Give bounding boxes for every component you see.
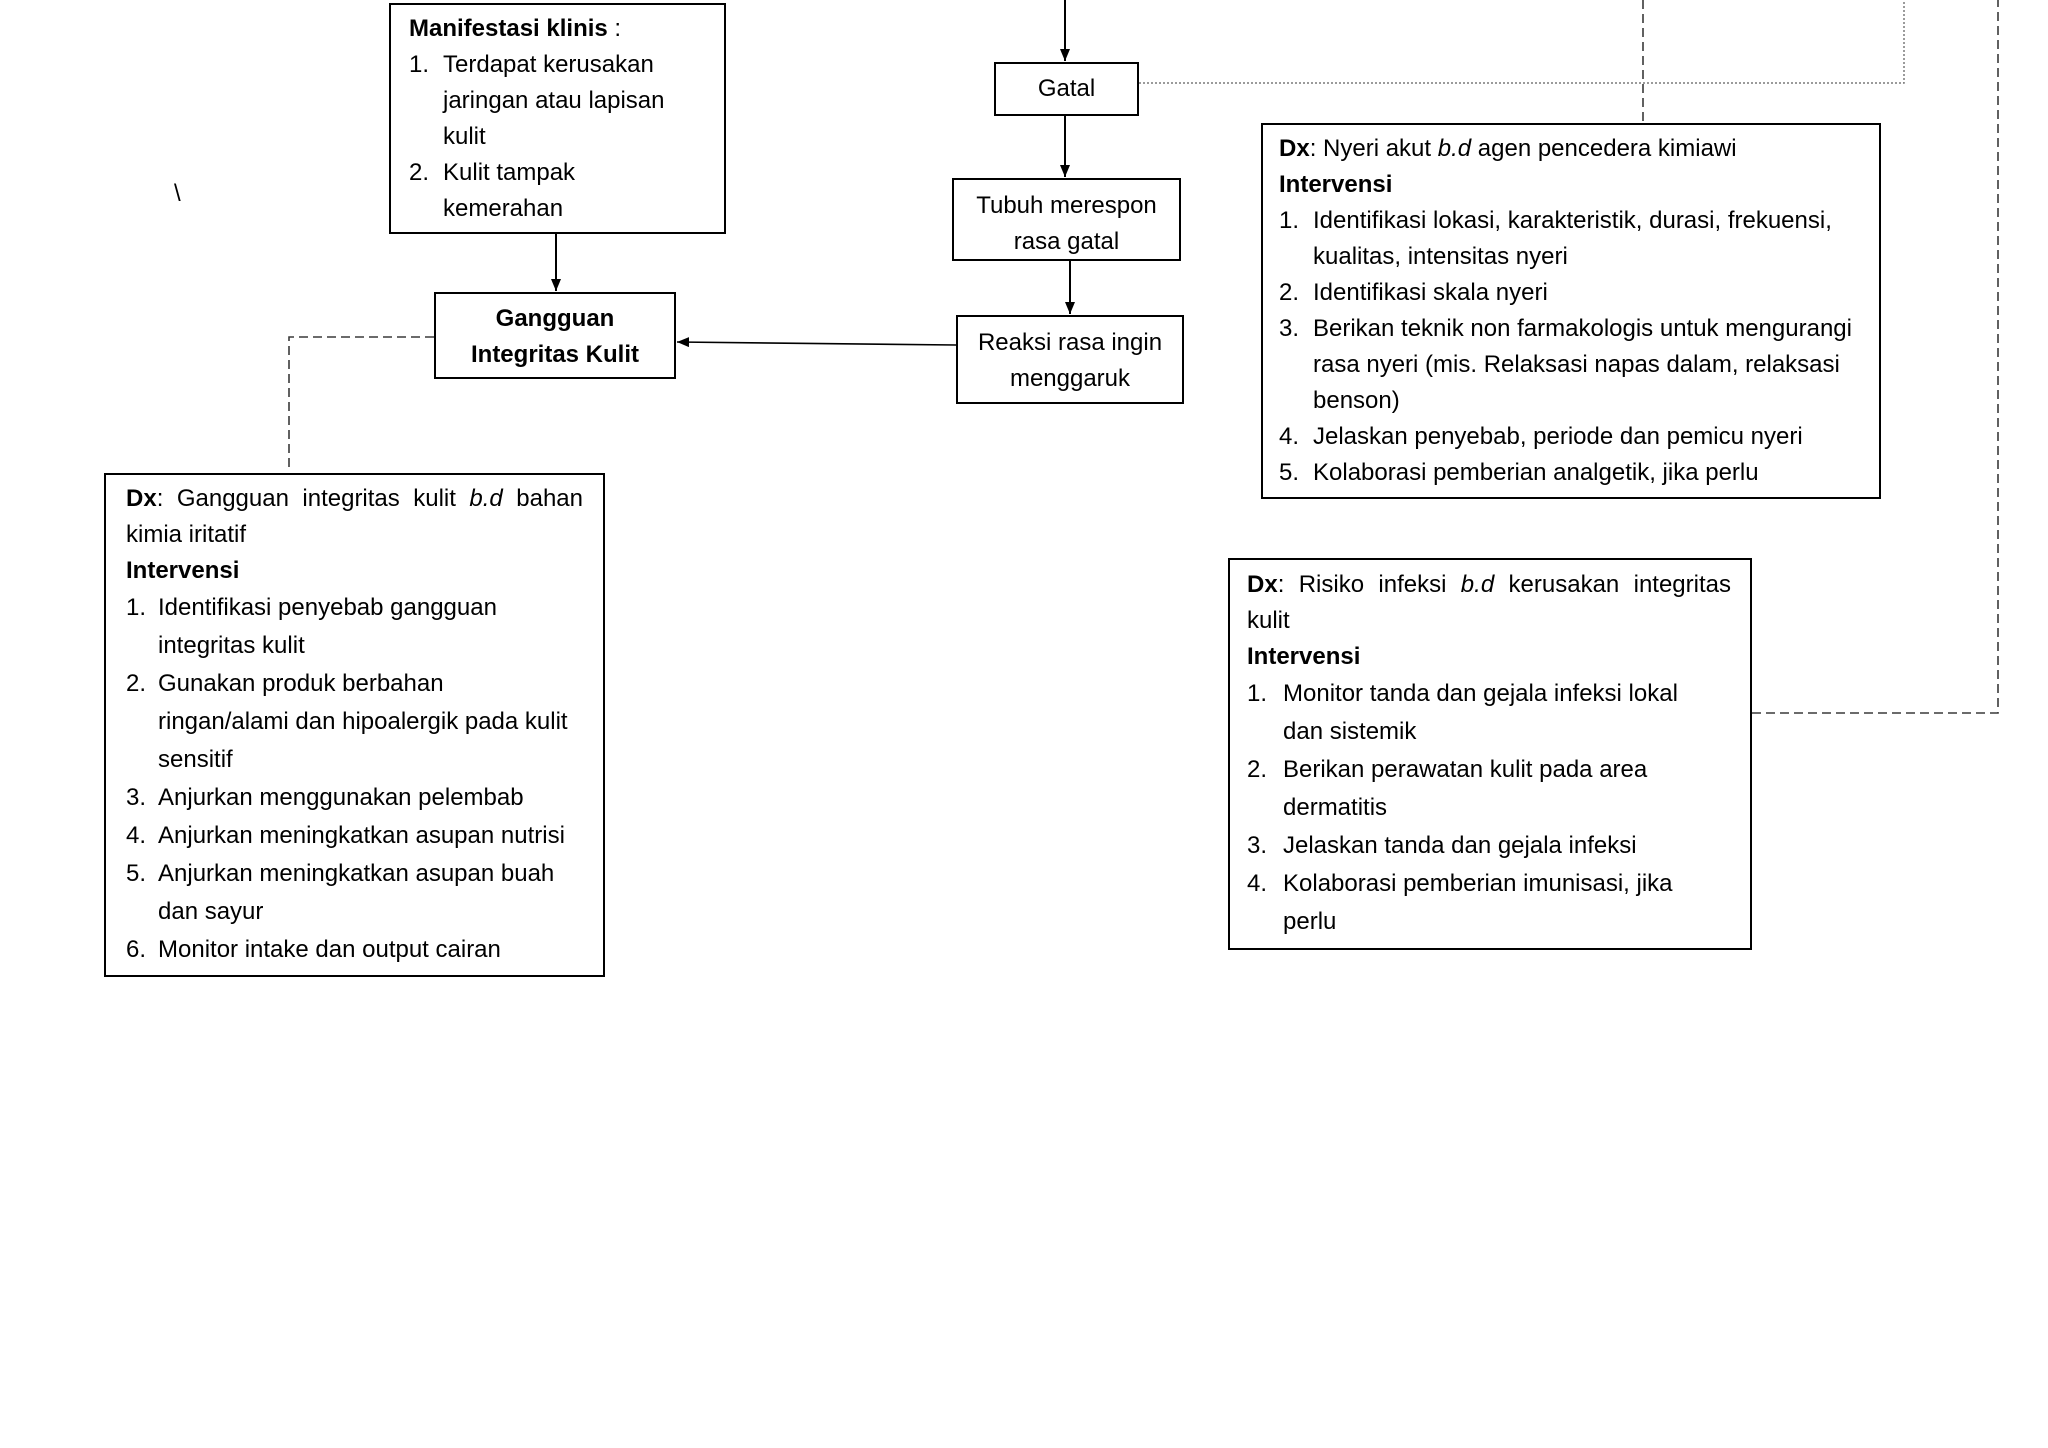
dx-statement-relation: b.d <box>1460 571 1495 598</box>
node-gangguan-integritas-kulit: Gangguan Integritas Kulit <box>434 292 676 379</box>
list-item: 1. Identifikasi lokasi, karakteristik, du… <box>1279 203 1863 275</box>
list-item: 5. Anjurkan meningkatkan asupan buah dan … <box>126 855 583 931</box>
dx-statement-pre: : Risiko infeksi <box>1277 571 1461 598</box>
list-text: Gunakan produk berbahan ringan/alami dan… <box>158 670 568 773</box>
node-gatal: Gatal <box>994 62 1139 116</box>
list-number: 1. <box>409 51 430 78</box>
list-number: 1. <box>1279 207 1300 234</box>
list-text: Identifikasi penyebab gangguan integrita… <box>158 594 497 659</box>
intervensi-heading: Intervensi <box>1247 643 1361 670</box>
dx-statement: Dx: Nyeri akut b.d agen pencedera kimiaw… <box>1279 131 1863 167</box>
list-text: Anjurkan menggunakan pelembab <box>158 784 524 811</box>
list-text: Kolaborasi pemberian analgetik, jika per… <box>1313 459 1759 486</box>
list-text: Anjurkan meningkatkan asupan buah dan sa… <box>158 860 555 925</box>
intervensi-heading: Intervensi <box>126 557 240 584</box>
list-item: 3. Jelaskan tanda dan gejala infeksi <box>1247 827 1731 865</box>
list-item: 2. Identifikasi skala nyeri <box>1279 275 1863 311</box>
list-text: Identifikasi skala nyeri <box>1313 279 1548 306</box>
list-item: 2. Berikan perawatan kulit pada area derm… <box>1247 751 1731 827</box>
list-number: 1. <box>126 594 147 621</box>
list-number: 4. <box>1279 423 1300 450</box>
list-item: 4. Kolaborasi pemberian imunisasi, jika p… <box>1247 865 1731 941</box>
dx-risiko-infeksi-box: Dx: Risiko infeksi b.d kerusakan integri… <box>1228 558 1752 950</box>
list-item: 6. Monitor intake dan output cairan <box>126 931 583 969</box>
list-item: 1. Terdapat kerusakan jaringan atau lapi… <box>409 47 710 155</box>
dx-statement-post: agen pencedera kimiawi <box>1471 135 1737 162</box>
dx-statement-pre: : Gangguan integritas kulit <box>156 485 470 512</box>
dx-statement-relation: b.d <box>1437 135 1472 162</box>
list-number: 5. <box>126 860 147 887</box>
list-text: Berikan perawatan kulit pada area dermat… <box>1283 756 1648 821</box>
list-number: 5. <box>1279 459 1300 486</box>
list-text: Kolaborasi pemberian imunisasi, jika per… <box>1283 870 1673 935</box>
list-number: 3. <box>1247 832 1268 859</box>
list-text: Berikan teknik non farmakologis untuk me… <box>1313 315 1852 414</box>
list-text: Monitor tanda dan gejala infeksi lokal d… <box>1283 680 1678 745</box>
list-item: 2. Kulit tampak kemerahan <box>409 155 710 227</box>
dx-statement: Dx: Risiko infeksi b.d kerusakan integri… <box>1247 567 1731 639</box>
list-number: 2. <box>1247 756 1268 783</box>
list-item: 4. Anjurkan meningkatkan asupan nutrisi <box>126 817 583 855</box>
list-item: 2. Gunakan produk berbahan ringan/alami d… <box>126 665 583 779</box>
manifestasi-klinis-box: Manifestasi klinis : 1. Terdapat kerusak… <box>389 3 726 234</box>
list-item: 1. Monitor tanda dan gejala infeksi lokal… <box>1247 675 1731 751</box>
list-item: 3. Anjurkan menggunakan pelembab <box>126 779 583 817</box>
arrow-reaksi-to-gangguan <box>676 337 957 348</box>
dx-statement-pre: : Nyeri akut <box>1309 135 1438 162</box>
list-text: Jelaskan tanda dan gejala infeksi <box>1283 832 1637 859</box>
list-text: Kulit tampak kemerahan <box>443 159 576 222</box>
node-reaksi-menggaruk: Reaksi rasa ingin menggaruk <box>956 315 1184 404</box>
dx-nyeri-akut-box: Dx: Nyeri akut b.d agen pencedera kimiaw… <box>1261 123 1881 499</box>
list-number: 2. <box>126 670 147 697</box>
list-text: Jelaskan penyebab, periode dan pemicu ny… <box>1313 423 1803 450</box>
manifestasi-title-suffix: : <box>607 15 622 42</box>
dx-statement-post: bahan kimia iritatif <box>126 485 583 548</box>
dx-label: Dx <box>1279 135 1310 162</box>
list-number: 6. <box>126 936 147 963</box>
list-item: 4. Jelaskan penyebab, periode dan pemicu … <box>1279 419 1863 455</box>
dx-label: Dx <box>1247 571 1278 598</box>
list-number: 4. <box>1247 870 1268 897</box>
node-tubuh-merespon: Tubuh merespon rasa gatal <box>952 178 1181 261</box>
list-number: 3. <box>1279 315 1300 342</box>
list-item: 5. Kolaborasi pemberian analgetik, jika p… <box>1279 455 1863 491</box>
manifestasi-title: Manifestasi klinis <box>409 15 608 42</box>
list-number: 2. <box>409 159 430 186</box>
list-number: 2. <box>1279 279 1300 306</box>
list-number: 1. <box>1247 680 1268 707</box>
list-number: 3. <box>126 784 147 811</box>
stray-backslash-mark: \ <box>174 180 181 207</box>
list-item: 3. Berikan teknik non farmakologis untuk … <box>1279 311 1863 419</box>
list-text: Monitor intake dan output cairan <box>158 936 501 963</box>
dotted-link-gatal-to-right <box>1139 0 1905 84</box>
dx-label: Dx <box>126 485 157 512</box>
manifestasi-title-line: Manifestasi klinis : <box>409 11 710 47</box>
dx-gangguan-integritas-box: Dx: Gangguan integritas kulit b.d bahan … <box>104 473 605 977</box>
list-text: Terdapat kerusakan jaringan atau lapisan… <box>443 51 665 150</box>
list-text: Identifikasi lokasi, karakteristik, dura… <box>1313 207 1832 270</box>
intervensi-heading: Intervensi <box>1279 171 1393 198</box>
list-text: Anjurkan meningkatkan asupan nutrisi <box>158 822 565 849</box>
dashed-link-gangguan-to-dx-integritas <box>288 336 434 468</box>
dx-statement-post: kerusakan integritas kulit <box>1247 571 1731 634</box>
list-item: 1. Identifikasi penyebab gangguan integri… <box>126 589 583 665</box>
dx-statement: Dx: Gangguan integritas kulit b.d bahan … <box>126 481 583 553</box>
dx-statement-relation: b.d <box>469 485 503 512</box>
list-number: 4. <box>126 822 147 849</box>
